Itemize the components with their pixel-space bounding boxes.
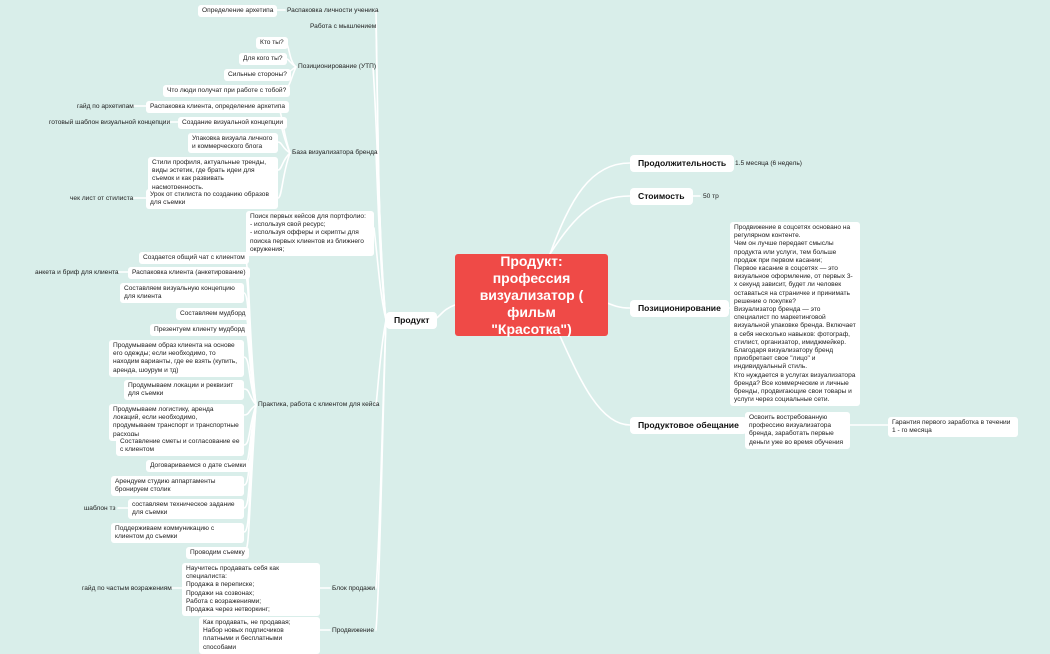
brand-item-5[interactable]: Урок от стилиста по созданию образов для… [146, 189, 278, 210]
objections-guide[interactable]: гайд по частым возражениям [82, 585, 172, 592]
practice-item-12[interactable]: составляем техническое задание для съемк… [128, 499, 244, 520]
brand-item-4[interactable]: Стили профиля, актуальные тренды, виды э… [148, 157, 278, 194]
practice-item-2[interactable]: Распаковка клиента (анкетирование) [128, 267, 250, 280]
node-promise-text[interactable]: Освоить востребованную профессию визуали… [745, 412, 850, 449]
node-guarantee[interactable]: Гарантия первого заработка в течении 1 -… [888, 417, 1018, 438]
node-unpack-student[interactable]: Распаковка личности ученика [287, 7, 379, 14]
practice-item-7[interactable]: Продумываем локации и реквизит для съемк… [124, 380, 244, 401]
node-product-promise[interactable]: Продуктовое обещание [630, 417, 747, 434]
sales-text[interactable]: Научитесь продавать себя как специалиста… [182, 563, 320, 617]
anketa-brief[interactable]: анкета и бриф для клиента [35, 269, 119, 276]
node-sales-block[interactable]: Блок продажи [332, 585, 375, 592]
practice-item-6[interactable]: Продумываем образ клиента на основе его … [109, 340, 244, 377]
node-thinking[interactable]: Работа с мышлением [310, 23, 377, 30]
node-price[interactable]: Стоимость [630, 188, 693, 205]
tz-template[interactable]: шаблон тз [84, 505, 116, 512]
node-portfolio[interactable]: Поиск первых кейсов для портфолио: - исп… [246, 211, 374, 257]
usp-item-4[interactable]: Что люди получат при работе с тобой? [163, 85, 291, 98]
usp-item-1[interactable]: Кто ты? [256, 37, 288, 50]
usp-item-2[interactable]: Для кого ты? [239, 53, 287, 66]
central-topic[interactable]: Продукт: профессия визуализатор ( фильм … [455, 253, 608, 337]
brand-item-2[interactable]: Создание визуальной концепции [178, 117, 288, 130]
practice-item-11[interactable]: Арендуем студию аппартаменты бронируем с… [111, 476, 244, 497]
node-usp[interactable]: Позиционирование (УТП) [298, 63, 377, 70]
practice-item-3[interactable]: Составляем визуальную концепцию для клие… [120, 283, 244, 304]
practice-item-9[interactable]: Составление сметы и согласование ее с кл… [116, 436, 244, 457]
practice-item-5[interactable]: Презентуем клиенту мудборд [150, 324, 249, 337]
node-promotion[interactable]: Продвижение [332, 627, 375, 634]
brand-item-3[interactable]: Упаковка визуала личного и коммерческого… [188, 133, 278, 154]
node-product[interactable]: Продукт [386, 312, 438, 329]
node-duration-value[interactable]: 1.5 месяца (6 недель) [735, 160, 802, 167]
node-positioning[interactable]: Позиционирование [630, 300, 729, 317]
practice-item-4[interactable]: Составляем мудборд [176, 308, 250, 321]
node-duration[interactable]: Продолжительность [630, 155, 735, 172]
practice-item-1[interactable]: Создается общий чат с клиентом [139, 252, 249, 265]
practice-item-14[interactable]: Проводим съемку [186, 547, 249, 560]
node-brand-base[interactable]: База визуализатора бренда [292, 149, 378, 156]
promotion-text[interactable]: Как продавать, не продавая; Набор новых … [199, 617, 320, 654]
node-price-value[interactable]: 50 тр [703, 193, 719, 200]
archetype-guide[interactable]: гайд по архетипам [77, 103, 134, 110]
node-practice[interactable]: Практика, работа с клиентом для кейса [258, 401, 380, 408]
brand-item-1[interactable]: Распаковка клиента, определение архетипа [146, 101, 290, 114]
node-archetype-definition[interactable]: Определение архетипа [198, 5, 278, 18]
practice-item-10[interactable]: Договариваемся о дате съемки [146, 460, 251, 473]
node-positioning-text[interactable]: Продвижение в соцсетях основано на регул… [730, 222, 860, 407]
stylist-checklist[interactable]: чек лист от стилиста [70, 195, 134, 202]
practice-item-13[interactable]: Поддерживаем коммуникацию с клиентом до … [111, 523, 244, 544]
practice-item-8[interactable]: Продумываем логистику, аренда локаций, е… [109, 404, 244, 441]
concept-template[interactable]: готовый шаблон визуальной концепции [49, 119, 171, 126]
usp-item-3[interactable]: Сильные стороны? [224, 69, 291, 82]
